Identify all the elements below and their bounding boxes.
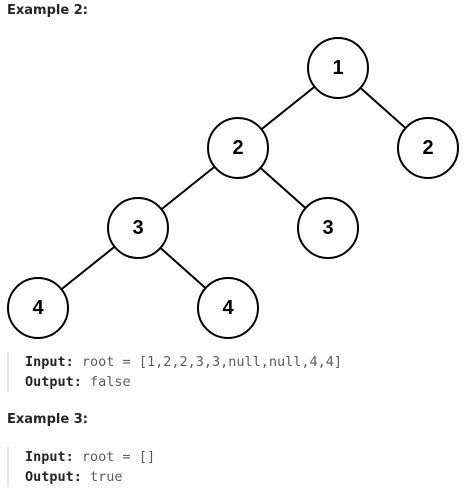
tree-nodes: 1 2 2 3 3 4 4 [7, 37, 459, 339]
tree-node-circle [107, 197, 169, 259]
example-3-input-line: Input: root = [] [25, 447, 465, 467]
tree-node-n4: 3 [107, 197, 169, 259]
binary-tree-diagram: 1 2 2 3 3 4 4 [7, 37, 459, 339]
tree-node-label: 3 [322, 217, 333, 239]
example-2-output-value: false [90, 374, 131, 390]
tree-node-circle [397, 117, 459, 179]
tree-node-n1: 1 [307, 37, 369, 99]
tree-node-label: 3 [132, 217, 143, 239]
example-2-input-line: Input: root = [1,2,2,3,3,null,null,4,4] [25, 352, 465, 372]
example-3-output-value: true [90, 469, 123, 485]
example-2-code-block: Input: root = [1,2,2,3,3,null,null,4,4] … [7, 352, 465, 392]
example-3-output-label: Output: [25, 469, 82, 485]
tree-node-n2: 2 [207, 117, 269, 179]
tree-node-n5: 3 [297, 197, 359, 259]
tree-node-circle [7, 277, 69, 339]
example-3-heading: Example 3: [7, 412, 88, 427]
tree-node-circle [207, 117, 269, 179]
tree-edges [60, 85, 407, 291]
tree-edge-n1-n3 [359, 87, 407, 129]
example-2-output-label: Output: [25, 374, 82, 390]
tree-edge-n4-n7 [159, 247, 207, 289]
tree-node-label: 4 [222, 297, 234, 319]
tree-node-n3: 2 [397, 117, 459, 179]
example-2-input-value: root = [1,2,2,3,3,null,null,4,4] [81, 354, 343, 370]
example-3-input-value: root = [] [81, 449, 156, 465]
example-3-input-label: Input: [25, 449, 74, 465]
example-2-heading: Example 2: [7, 3, 88, 18]
tree-node-circle [307, 37, 369, 99]
tree-node-label: 2 [232, 137, 243, 159]
example-3-output-line: Output: true [25, 467, 465, 487]
tree-edge-n4-n6 [60, 245, 116, 291]
tree-node-circle [197, 277, 259, 339]
tree-edge-n2-n4 [160, 165, 216, 211]
tree-edge-n2-n5 [259, 167, 307, 209]
tree-edge-n1-n2 [260, 85, 316, 131]
example-3-code-block: Input: root = [] Output: true [7, 447, 465, 487]
tree-node-label: 4 [32, 297, 44, 319]
tree-node-label: 1 [332, 57, 343, 79]
tree-node-n7: 4 [197, 277, 259, 339]
example-2-output-line: Output: false [25, 372, 465, 392]
tree-node-circle [297, 197, 359, 259]
tree-node-label: 2 [422, 137, 433, 159]
tree-node-n6: 4 [7, 277, 69, 339]
example-2-input-label: Input: [25, 354, 74, 370]
